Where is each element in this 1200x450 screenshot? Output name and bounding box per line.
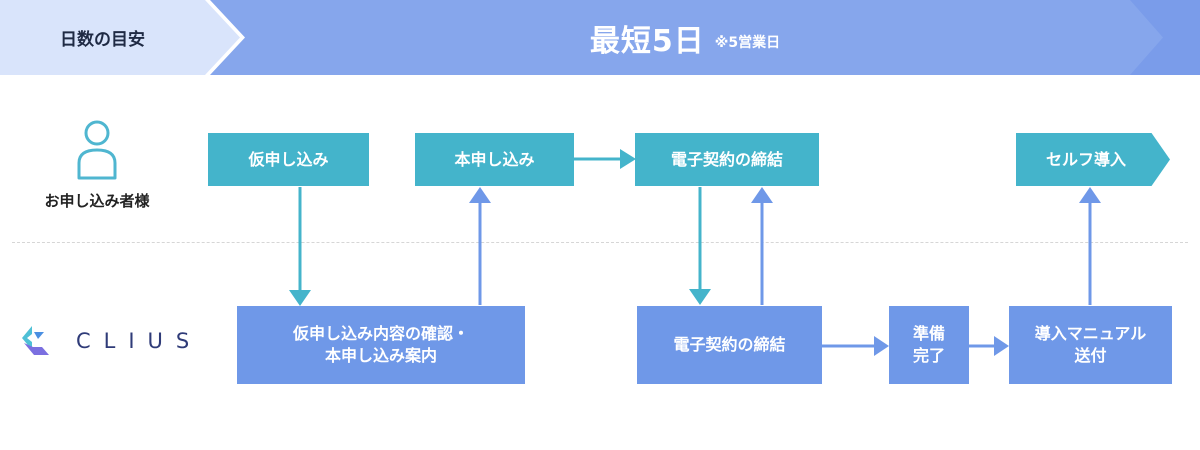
step-full-application-label: 本申し込み [454, 149, 535, 169]
customer-label: お申し込み者様 [44, 192, 150, 210]
step-provisional-application-label: 仮申し込み [248, 149, 329, 169]
arrow-down-2-head [689, 289, 711, 305]
step-review-and-guide: 仮申し込み内容の確認・ 本申し込み案内 [237, 306, 525, 384]
step-e-contract-customer: 電子契約の締結 [635, 133, 819, 186]
timeline-header: 日数の目安 最短5日 ※5営業日 [0, 0, 1200, 75]
step-preparation-complete-line1: 準備 [912, 324, 945, 344]
step-send-manual-line2: 送付 [1074, 346, 1107, 365]
period-label: 日数の目安 [60, 30, 145, 50]
arrow-up-1-head [469, 187, 491, 203]
clius-wordmark: CLIUS [76, 329, 203, 353]
clius-logo: CLIUS [22, 326, 202, 356]
step-review-and-guide-line1: 仮申し込み内容の確認・ [292, 324, 469, 344]
duration-main: 最短5日 [589, 23, 705, 59]
arrow-right-3-head [994, 336, 1009, 356]
header-banner-shape [0, 0, 1200, 75]
step-review-and-guide-line2: 本申し込み案内 [324, 346, 437, 365]
step-e-contract-provider: 電子契約の締結 [637, 306, 822, 384]
step-provisional-application: 仮申し込み [208, 133, 369, 186]
duration-note: ※5営業日 [714, 34, 781, 51]
arrow-up-3-head [1079, 187, 1101, 203]
lane-divider [12, 242, 1188, 243]
step-preparation-complete: 準備 完了 [889, 306, 969, 384]
clius-logo-icon [22, 326, 49, 355]
arrow-down-1-head [289, 290, 311, 306]
step-send-manual: 導入マニュアル 送付 [1009, 306, 1172, 384]
arrow-up-2-head [751, 187, 773, 203]
step-self-onboarding-label: セルフ導入 [1045, 149, 1126, 169]
step-e-contract-provider-label: 電子契約の締結 [673, 335, 786, 355]
arrow-right-2-head [874, 336, 889, 356]
step-preparation-complete-line2: 完了 [912, 346, 945, 365]
duration-banner: 最短5日 ※5営業日 [240, 0, 1130, 75]
step-full-application: 本申し込み [415, 133, 574, 186]
step-e-contract-customer-label: 電子契約の締結 [670, 149, 783, 169]
person-icon [77, 120, 117, 180]
arrow-right-1-head [620, 149, 636, 169]
step-self-onboarding: セルフ導入 [1016, 133, 1170, 186]
customer-actor: お申し込み者様 [22, 118, 172, 211]
step-send-manual-line1: 導入マニュアル [1034, 324, 1147, 344]
